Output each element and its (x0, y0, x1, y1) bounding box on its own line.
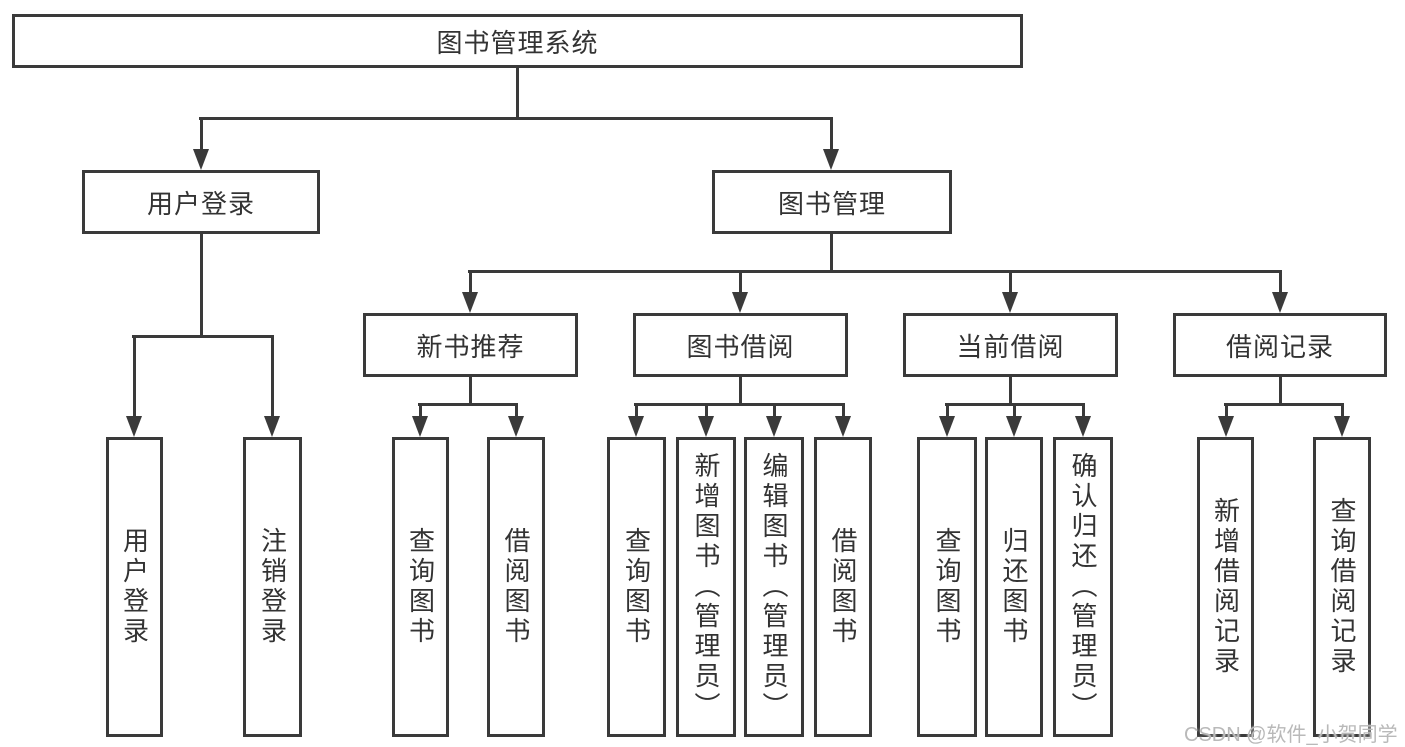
connector-arrow-shaft (1013, 404, 1016, 420)
connector-arrow-shaft (635, 404, 638, 420)
leaf-label: 查询借阅记录 (1327, 497, 1357, 677)
connector-arrow-shaft (842, 404, 845, 420)
node-root: 图书管理系统 (12, 14, 1023, 68)
csdn-watermark: CSDN @软件_小贺同学 (1184, 724, 1398, 746)
leaf-label: 确认归还（管理员） (1068, 452, 1098, 722)
connector-new-book-rail (418, 403, 518, 406)
arrow-down-icon (766, 416, 782, 437)
leaf-borrow-book: 借阅图书 (814, 437, 872, 737)
connector-arrow-shaft (1009, 271, 1012, 296)
leaf-query-borrow-record: 查询借阅记录 (1313, 437, 1371, 737)
leaf-label: 用户登录 (119, 527, 150, 647)
connector-arrow-shaft (133, 336, 136, 421)
leaf-label: 新增借阅记录 (1210, 497, 1241, 677)
leaf-edit-book-admin: 编辑图书（管理员） (744, 437, 804, 737)
connector-arrow-shaft (419, 404, 422, 420)
arrow-down-icon (462, 292, 478, 313)
connector-records-rail (1224, 403, 1344, 406)
node-label: 新书推荐 (416, 331, 525, 362)
connector-user-login-rail (132, 335, 274, 338)
arrow-down-icon (1272, 292, 1288, 313)
connector-arrow-shaft (705, 404, 708, 420)
connector-level2-rail (468, 270, 1282, 273)
connector-root-stem (516, 68, 519, 119)
arrow-down-icon (193, 149, 209, 170)
leaf-label: 编辑图书（管理员） (759, 452, 789, 722)
connector-level1-rail (199, 117, 833, 120)
connector-arrow-shaft (773, 404, 776, 420)
arrow-down-icon (1218, 416, 1234, 437)
arrow-down-icon (264, 416, 280, 437)
connector-borrowing-rail (634, 403, 845, 406)
node-borrowing-records: 借阅记录 (1173, 313, 1387, 377)
arrow-down-icon (126, 416, 142, 437)
arrow-down-icon (1075, 416, 1091, 437)
arrow-down-icon (508, 416, 524, 437)
connector-arrow-shaft (271, 336, 274, 421)
leaf-label: 新增图书（管理员） (691, 452, 721, 722)
connector-arrow-shaft (1225, 404, 1228, 420)
connector-arrow-shaft (946, 404, 949, 420)
connector-book-mgmt-stem (830, 234, 833, 273)
connector-arrow-shaft (469, 271, 472, 296)
node-book-management: 图书管理 (712, 170, 952, 234)
connector-borrowing-stem (739, 377, 742, 405)
arrow-down-icon (1006, 416, 1022, 437)
leaf-query-book-borrow: 查询图书 (607, 437, 666, 737)
node-new-book-recommendation: 新书推荐 (363, 313, 578, 377)
node-user-login: 用户登录 (82, 170, 320, 234)
arrow-down-icon (1002, 292, 1018, 313)
connector-arrow-shaft (1341, 404, 1344, 420)
leaf-query-book-recommend: 查询图书 (392, 437, 449, 737)
node-label: 当前借阅 (956, 331, 1065, 362)
connector-arrow-shaft (200, 118, 203, 154)
node-label: 图书借阅 (686, 331, 795, 362)
leaf-borrow-book-recommend: 借阅图书 (487, 437, 545, 737)
connector-arrow-shaft (1082, 404, 1085, 420)
arrow-down-icon (628, 416, 644, 437)
leaf-logout: 注销登录 (243, 437, 302, 737)
node-label: 借阅记录 (1225, 331, 1334, 362)
connector-records-stem (1279, 377, 1282, 405)
arrow-down-icon (1334, 416, 1350, 437)
arrow-down-icon (698, 416, 714, 437)
arrow-down-icon (835, 416, 851, 437)
node-label: 图书管理 (777, 188, 886, 219)
connector-new-book-stem (469, 377, 472, 405)
node-label: 用户登录 (146, 188, 255, 219)
node-label: 图书管理系统 (436, 27, 599, 58)
connector-arrow-shaft (830, 118, 833, 154)
leaf-label: 查询图书 (405, 527, 436, 647)
arrow-down-icon (732, 292, 748, 313)
leaf-query-book-current: 查询图书 (917, 437, 977, 737)
leaf-label: 借阅图书 (501, 527, 531, 647)
arrow-down-icon (412, 416, 428, 437)
leaf-add-book-admin: 新增图书（管理员） (676, 437, 736, 737)
connector-user-login-stem (200, 234, 203, 338)
connector-arrow-shaft (1279, 271, 1282, 296)
leaf-add-borrow-record: 新增借阅记录 (1197, 437, 1254, 737)
arrow-down-icon (823, 149, 839, 170)
leaf-label: 查询图书 (621, 527, 652, 647)
leaf-return-book: 归还图书 (985, 437, 1043, 737)
connector-arrow-shaft (515, 404, 518, 420)
leaf-label: 归还图书 (999, 527, 1029, 647)
node-book-borrowing: 图书借阅 (633, 313, 848, 377)
connector-current-stem (1009, 377, 1012, 405)
leaf-label: 借阅图书 (828, 527, 858, 647)
leaf-confirm-return-admin: 确认归还（管理员） (1053, 437, 1113, 737)
leaf-label: 查询图书 (932, 527, 962, 647)
connector-arrow-shaft (739, 271, 742, 296)
leaf-user-login: 用户登录 (106, 437, 163, 737)
arrow-down-icon (939, 416, 955, 437)
node-current-borrowing: 当前借阅 (903, 313, 1118, 377)
leaf-label: 注销登录 (257, 527, 288, 647)
